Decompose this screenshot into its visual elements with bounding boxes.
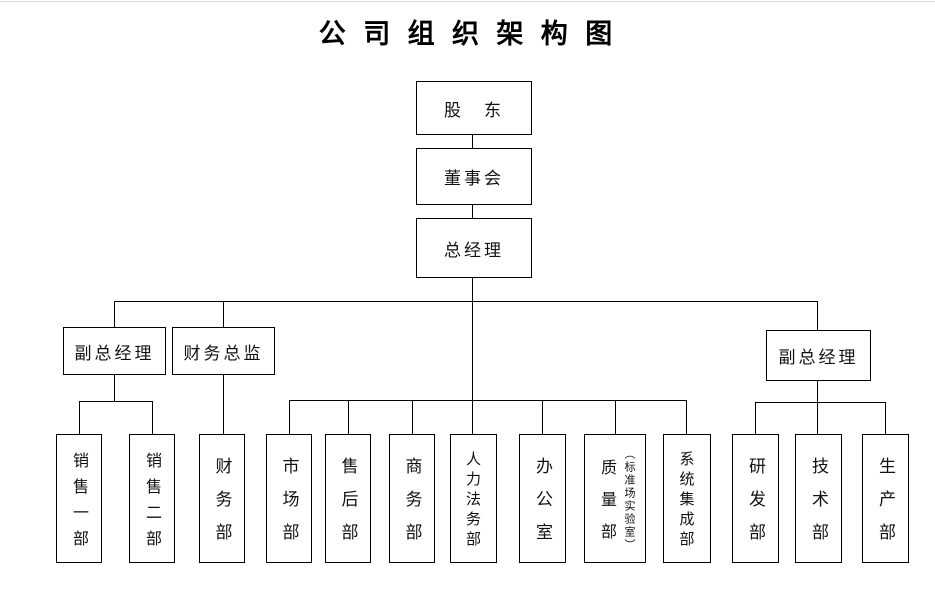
connector-rnd-drop — [755, 402, 756, 434]
node-sales-dept-2: 销售二部 — [129, 434, 175, 563]
connector-cfo-finance-dept — [223, 375, 224, 434]
node-finance-dept-label: 财务部 — [211, 457, 232, 556]
node-commerce-dept: 商务部 — [389, 434, 435, 563]
node-technology-dept: 技术部 — [795, 434, 842, 563]
node-office-label: 办公室 — [532, 457, 552, 556]
node-rnd-dept-label: 研发部 — [745, 457, 765, 556]
connector-commerce-drop — [412, 400, 413, 434]
node-deputy-gm-left: 副总经理 — [63, 327, 166, 375]
node-general-manager: 总经理 — [416, 218, 532, 278]
top-hairline-divider — [0, 1, 935, 2]
connector-sales1-drop — [79, 401, 80, 434]
connector-production-drop — [885, 402, 886, 434]
node-board-of-directors: 董事会 — [416, 148, 532, 205]
chart-title: 公 司 组 织 架 构 图 — [318, 19, 617, 50]
node-sales-dept-1: 销售一部 — [56, 434, 102, 563]
node-deputy-gm-right: 副总经理 — [766, 330, 871, 381]
node-shareholders: 股 东 — [416, 81, 532, 135]
node-marketing-dept: 市场部 — [266, 434, 312, 563]
node-production-dept-label: 生产部 — [875, 457, 895, 556]
node-quality-dept: 质量部 （标准场实验室） — [584, 434, 646, 563]
connector-bus-deputy-gm-left — [114, 301, 115, 327]
node-finance-dept: 财务部 — [199, 434, 245, 563]
connector-right-bus — [755, 402, 886, 403]
node-hr-legal-dept: 人力法务部 — [450, 434, 497, 563]
node-quality-dept-note: （标准场实验室） — [623, 447, 636, 552]
connector-quality-drop — [615, 400, 616, 434]
node-system-integration-dept-label: 系统集成部 — [677, 450, 696, 551]
connector-shareholders-board — [472, 135, 473, 148]
node-shareholders-label: 股 东 — [444, 100, 504, 121]
node-system-integration-dept: 系统集成部 — [663, 434, 711, 563]
node-finance-director: 财务总监 — [172, 327, 275, 375]
connector-office-drop — [542, 400, 543, 434]
connector-marketing-drop — [289, 400, 290, 434]
node-marketing-dept-label: 市场部 — [278, 457, 299, 556]
connector-sales-bus — [79, 401, 153, 402]
node-office: 办公室 — [519, 434, 566, 563]
connector-deputy-left-drop — [114, 375, 115, 401]
connector-tier2-bus — [114, 301, 818, 302]
node-commerce-dept-label: 商务部 — [401, 457, 422, 556]
connector-deputy-right-drop — [817, 381, 818, 434]
node-deputy-gm-left-label: 副总经理 — [74, 343, 155, 364]
node-sales-dept-2-label: 销售二部 — [143, 451, 162, 556]
connector-tier3-bus — [289, 400, 687, 401]
node-finance-director-label: 财务总监 — [183, 343, 264, 364]
node-quality-dept-label: 质量部 — [598, 458, 617, 555]
node-rnd-dept: 研发部 — [732, 434, 779, 563]
node-production-dept: 生产部 — [862, 434, 909, 563]
connector-board-gm — [472, 205, 473, 218]
connector-bus-finance-director — [223, 301, 224, 327]
connector-bus-deputy-gm-right — [817, 301, 818, 330]
node-technology-dept-label: 技术部 — [808, 457, 828, 556]
node-board-label: 董事会 — [444, 169, 504, 189]
connector-aftersales-drop — [348, 400, 349, 434]
node-general-manager-label: 总经理 — [444, 240, 504, 261]
connector-sysint-drop — [686, 400, 687, 434]
node-after-sales-dept: 售后部 — [325, 434, 371, 563]
connector-sales2-drop — [152, 401, 153, 434]
node-deputy-gm-right-label: 副总经理 — [778, 348, 859, 368]
connector-gm-center-drop — [472, 278, 473, 434]
node-sales-dept-1-label: 销售一部 — [70, 451, 89, 556]
node-hr-legal-dept-label: 人力法务部 — [464, 450, 482, 551]
node-after-sales-dept-label: 售后部 — [337, 457, 358, 556]
